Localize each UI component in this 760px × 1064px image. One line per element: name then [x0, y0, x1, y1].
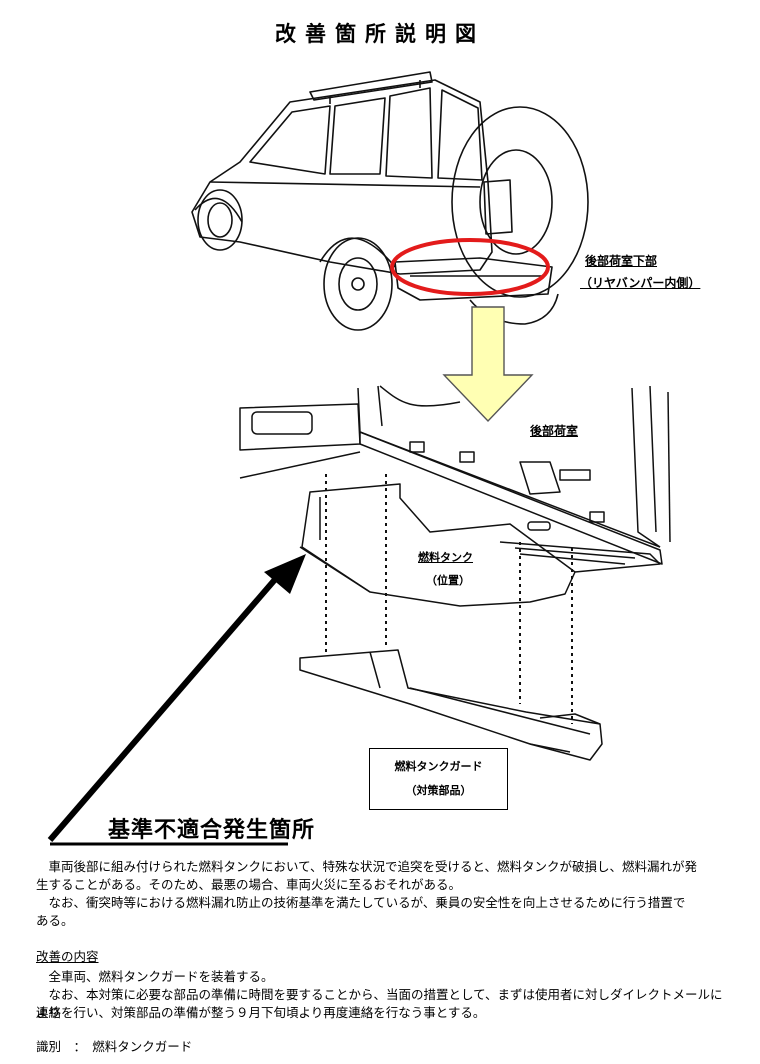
- underbody-illustration: [239, 385, 671, 761]
- highlight-ring: [390, 238, 550, 296]
- description-para1-line2: 生することがある。そのため、最悪の場合、車両火災に至るおそれがある。: [36, 877, 462, 892]
- page-title: 改善箇所説明図: [275, 22, 485, 46]
- guard-note-label: （対策部品）: [405, 784, 472, 797]
- improvement-line1: 全車両、燃料タンクガードを装着する。: [36, 969, 274, 984]
- fuel-tank-label: 燃料タンク: [418, 551, 473, 564]
- noncompliance-label: 基準不適合発生箇所: [108, 818, 316, 843]
- improvement-heading: 改善の内容: [36, 949, 99, 964]
- down-arrow-icon: [442, 306, 534, 423]
- guard-label: 燃料タンクガード: [394, 760, 483, 773]
- fuel-tank-position-label: （位置）: [426, 574, 470, 587]
- improvement-line3: 連絡を行い、対策部品の準備が整う９月下旬頃より再度連絡を行なう事とする。: [36, 1005, 486, 1020]
- description-para2-line1: なお、衝突時等における燃料漏れ防止の技術基準を満たしているが、乗員の安全性を向上…: [36, 895, 686, 910]
- identification-value: 燃料タンクガード: [92, 1039, 193, 1054]
- location-label-line1: 後部荷室下部: [585, 254, 658, 268]
- cargo-room-label: 後部荷室: [530, 424, 579, 438]
- location-label-line2: （リヤバンパー内側）: [580, 276, 701, 290]
- improvement-line2: なお、本対策に必要な部品の準備に時間を要することから、当面の措置として、まずは使…: [36, 987, 723, 1020]
- identification-row: 識別 ： 燃料タンクガード: [36, 1038, 726, 1056]
- description-para2-line2: ある。: [36, 913, 74, 928]
- guard-label-box: 燃料タンクガード （対策部品）: [369, 748, 508, 810]
- identification-label: 識別 ：: [36, 1039, 93, 1054]
- description-para1-line1: 車両後部に組み付けられた燃料タンクにおいて、特殊な状況で追突を受けると、燃料タン…: [36, 859, 698, 874]
- pointer-arrow-icon: [47, 554, 306, 846]
- vehicle-illustration: [191, 71, 589, 331]
